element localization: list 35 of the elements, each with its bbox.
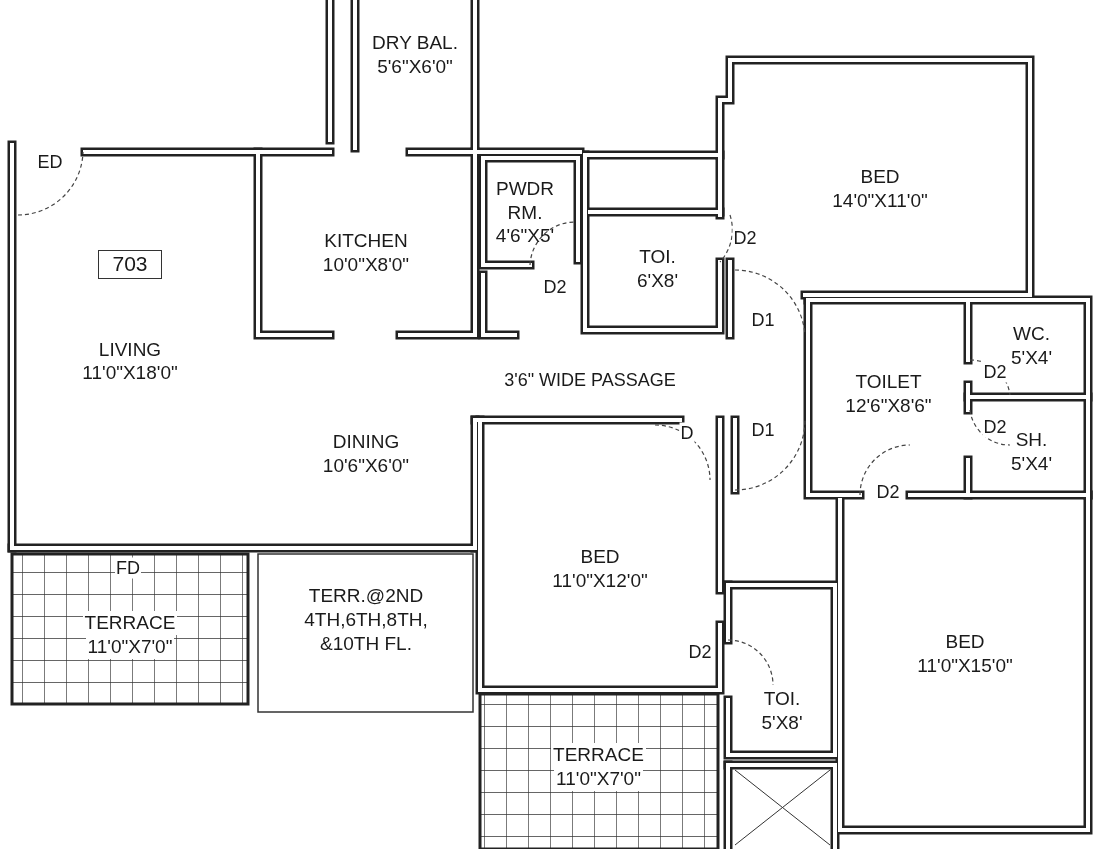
room-dimensions: 14'0"X11'0" (832, 189, 928, 213)
room-name: DRY BAL. (372, 31, 458, 55)
room-name: TOI. (763, 687, 801, 711)
room-name: WC. (1013, 321, 1050, 346)
room-name: TOILET (855, 370, 922, 394)
room-name: BED (945, 630, 985, 654)
room-dimensions: 11'0"X12'0" (552, 569, 648, 593)
room-dimensions: 5'X8' (761, 711, 803, 735)
unit-number-tag: 703 (98, 250, 162, 279)
room-name: SH. (1015, 427, 1048, 452)
room-dimensions: 11'0"X15'0" (917, 654, 1013, 678)
room-dimensions: 5'6"X6'0" (377, 55, 453, 79)
room-dimensions: 10'6"X6'0" (322, 454, 410, 478)
room-name: BED (580, 545, 620, 569)
room-dimensions: 11'0"X18'0" (82, 361, 178, 385)
room-dimensions: 10'0"X8'0" (322, 253, 410, 277)
room-name: BED (860, 165, 900, 189)
room-dimensions: 12'6"X8'6" (845, 394, 932, 418)
room-dimensions: 11'0"X7'0" (554, 767, 643, 791)
room-name: TERRACE (82, 611, 178, 635)
room-dimensions: 5'X4' (1010, 345, 1053, 370)
room-name: TERRACE (551, 743, 646, 767)
door-label: FD (115, 557, 141, 579)
room-name: KITCHEN (324, 229, 408, 253)
room-dimensions: 4'6"X5' (495, 224, 555, 249)
room-name: TERR.@2ND 4TH,6TH,8TH, &10TH FL. (303, 584, 429, 656)
room-name: LIVING (98, 337, 162, 362)
room-dimensions: 6'X8' (636, 269, 679, 293)
room-dimensions: 11'0"X7'0" (85, 635, 175, 659)
room-name: DINING (332, 430, 400, 454)
room-name: PWDR RM. (494, 176, 556, 225)
room-dimensions: 5'X4' (1010, 451, 1053, 476)
door-label: D2 (982, 361, 1008, 383)
door-label: D (679, 422, 695, 444)
room-name: TOI. (639, 245, 676, 269)
